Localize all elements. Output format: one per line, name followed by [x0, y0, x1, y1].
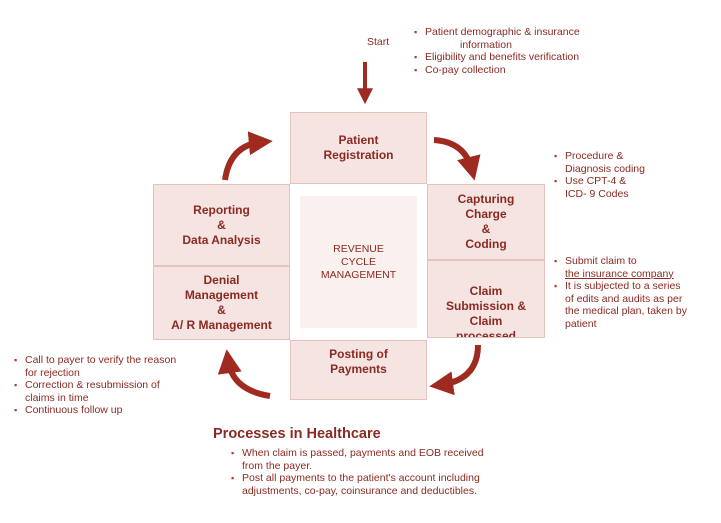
note-text: Call to payer to verify the reason	[25, 354, 177, 366]
note-text: from the payer.	[242, 459, 313, 472]
note-text: Use CPT-4 &	[565, 175, 627, 187]
arrow-posting-to-denial	[217, 349, 271, 399]
box-line: Denial	[203, 273, 240, 287]
arrow-claim-to-posting	[429, 344, 481, 396]
coding-notes: Procedure & Diagnosis coding Use CPT-4 &…	[554, 150, 645, 200]
note-item: Eligibility and benefits verification	[414, 51, 580, 64]
note-text: information	[460, 38, 512, 51]
box-line: Coding	[465, 237, 507, 251]
arrow-reporting-to-registration	[222, 131, 273, 181]
box-line: Management	[184, 288, 259, 302]
note-text: Procedure &	[565, 150, 624, 162]
claim-notes: Submit claim to the insurance company It…	[554, 255, 687, 330]
center-line: MANAGEMENT	[320, 268, 397, 281]
note-text: of edits and audits as per	[565, 292, 683, 305]
box-line: Claim	[469, 314, 503, 328]
note-item: When claim is passed, payments and EOB r…	[231, 447, 484, 472]
box-line: Payments	[330, 362, 387, 376]
box-line: Claim	[469, 284, 503, 298]
box-line: &	[217, 303, 226, 317]
box-line: Patient	[338, 133, 379, 147]
box-line: A/ R Management	[171, 318, 272, 332]
box-line: &	[217, 217, 226, 232]
processes-notes: When claim is passed, payments and EOB r…	[231, 447, 484, 497]
note-text: patient	[565, 317, 597, 330]
note-text: Eligibility and benefits verification	[425, 51, 580, 63]
note-item: Continuous follow up	[14, 404, 176, 417]
note-text: Correction & resubmission of	[25, 379, 160, 391]
note-text: ICD- 9 Codes	[565, 187, 629, 200]
registration-notes: Patient demographic & insurance informat…	[414, 26, 580, 76]
center-line: REVENUE	[333, 242, 384, 255]
capturing-charge-box: Capturing Charge & Coding	[427, 184, 545, 260]
note-item: Procedure & Diagnosis coding	[554, 150, 645, 175]
note-text: Patient demographic & insurance	[425, 26, 580, 38]
center-line: CYCLE	[340, 255, 376, 268]
processes-heading: Processes in Healthcare	[213, 426, 381, 442]
note-text: It is subjected to a series	[565, 280, 681, 292]
box-line: &	[481, 222, 491, 236]
start-label: Start	[367, 36, 390, 48]
reporting-box: Reporting & Data Analysis	[153, 184, 290, 266]
note-text: claims in time	[25, 391, 89, 404]
denial-management-box: Denial Management & A/ R Management	[153, 266, 290, 340]
box-line: Registration	[323, 148, 394, 162]
box-line: Data Analysis	[182, 232, 261, 247]
note-text: Co-pay collection	[425, 63, 506, 76]
note-text: the medical plan, taken by	[565, 305, 687, 317]
note-item: Post all payments to the patient's accou…	[231, 472, 484, 497]
note-text: the insurance company	[565, 267, 674, 280]
note-text: When claim is passed, payments and EOB r…	[242, 447, 484, 459]
note-item: Correction & resubmission of claims in t…	[14, 379, 176, 404]
box-line: processed	[455, 329, 517, 337]
note-text: for rejection	[25, 366, 80, 379]
posting-payments-box: Posting of Payments	[290, 340, 427, 400]
note-item: Call to payer to verify the reason for r…	[14, 354, 176, 379]
box-line: Capturing	[457, 192, 515, 206]
note-text: adjustments, co-pay, coinsurance and ded…	[242, 484, 478, 497]
note-item: Co-pay collection	[414, 64, 580, 77]
box-line: Posting of	[329, 347, 388, 361]
note-item: Submit claim to the insurance company	[554, 255, 687, 280]
claim-submission-box: Claim Submission & Claim processed	[427, 260, 545, 338]
patient-registration-box: Patient Registration	[290, 112, 427, 184]
note-item: Use CPT-4 & ICD- 9 Codes	[554, 175, 645, 200]
note-text: Post all payments to the patient's accou…	[242, 472, 480, 484]
note-text: Submit claim to	[565, 255, 637, 267]
box-line: Reporting	[193, 202, 250, 217]
note-text: Diagnosis coding	[565, 162, 645, 175]
arrow-registration-to-capturing	[433, 137, 481, 181]
denial-notes: Call to payer to verify the reason for r…	[14, 354, 176, 417]
box-line: Submission &	[445, 299, 526, 313]
note-item: It is subjected to a series of edits and…	[554, 280, 687, 330]
note-text: Continuous follow up	[25, 404, 123, 416]
note-item: Patient demographic & insurance informat…	[414, 26, 580, 51]
box-line: Charge	[465, 207, 507, 221]
revenue-cycle-center: REVENUE CYCLE MANAGEMENT	[300, 196, 417, 328]
